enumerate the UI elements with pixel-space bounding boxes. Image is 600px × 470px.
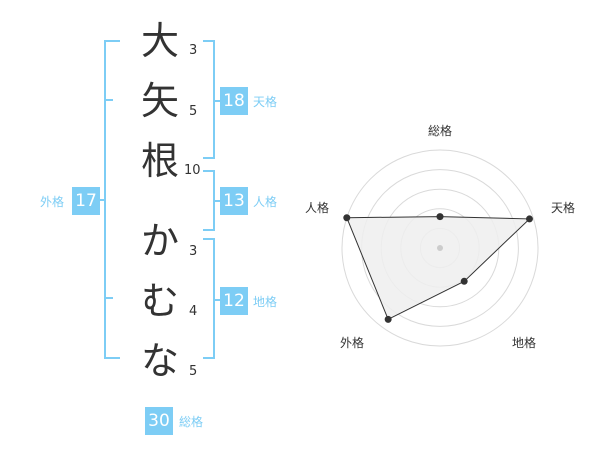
radar-point-3 <box>460 277 468 285</box>
radar-axis-label-chikaku: 地格 <box>511 336 536 350</box>
stroke-count-2: 5 <box>189 104 198 119</box>
jinkaku-badge: 13 <box>220 187 248 215</box>
stroke-count-5: 4 <box>189 304 198 319</box>
name-char-1: 大 <box>140 19 179 63</box>
radar-axis-label-jinkaku: 人格 <box>304 201 329 215</box>
tenkaku-bracket <box>203 40 215 159</box>
chikaku-badge: 12 <box>220 287 248 315</box>
stroke-count-3: 10 <box>184 163 201 178</box>
name-char-5: む <box>140 279 179 323</box>
radar-point-4 <box>384 315 392 323</box>
name-char-2: 矢 <box>140 79 179 123</box>
stroke-count-4: 3 <box>189 244 198 259</box>
jinkaku-label: 人格 <box>253 195 278 209</box>
radar-point-5 <box>343 214 351 222</box>
soukaku-label: 総格 <box>179 415 204 429</box>
radar-area <box>346 216 531 321</box>
chikaku-bracket <box>203 238 215 359</box>
radar-grid-ring <box>341 149 539 347</box>
stroke-count-6: 5 <box>189 364 198 379</box>
tenkaku-label: 天格 <box>253 95 278 109</box>
gaikaku-label: 外格 <box>40 195 65 209</box>
chikaku-label: 地格 <box>253 295 278 309</box>
name-char-6: な <box>140 339 179 383</box>
radar-point-1 <box>436 213 444 221</box>
tenkaku-badge: 18 <box>220 87 248 115</box>
radar-center-dot <box>437 245 443 251</box>
name-char-4: か <box>140 219 179 263</box>
radar-axis-label-gaikaku: 外格 <box>339 336 364 350</box>
gaikaku-badge: 17 <box>72 187 100 215</box>
radar-point-2 <box>525 215 533 223</box>
soukaku-badge: 30 <box>145 407 173 435</box>
stroke-count-1: 3 <box>189 43 198 58</box>
name-char-3: 根 <box>140 139 179 183</box>
radar-axis-label-soukaku: 総格 <box>427 124 452 138</box>
radar-axis-label-tenkaku: 天格 <box>550 201 575 215</box>
